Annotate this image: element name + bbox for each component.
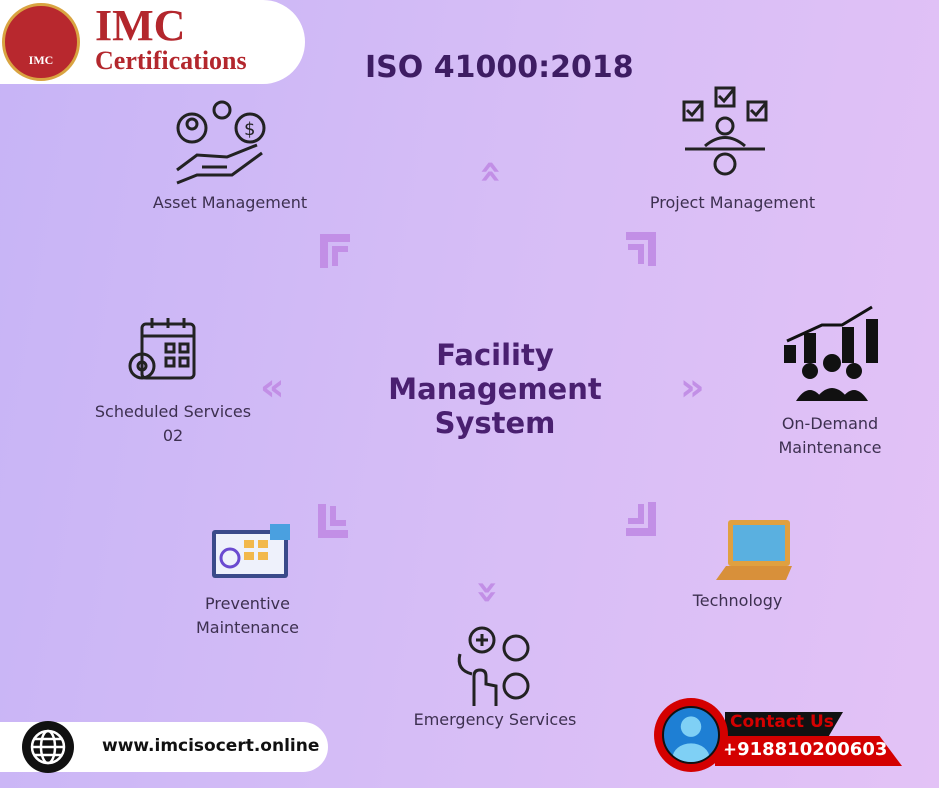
arrow-down-icon: » [466, 579, 511, 605]
node-label-technology: Technology [692, 591, 783, 610]
emergency-touch-icon [457, 626, 530, 706]
node-label-emergency: Emergency Services [413, 710, 577, 729]
contact-phone[interactable]: +918810200603 [722, 739, 888, 760]
arrow-up-left-icon [320, 234, 350, 268]
calendar-gear-icon [128, 318, 196, 380]
contact-label-bg [725, 712, 843, 736]
svg-text:$: $ [244, 119, 255, 140]
growth-team-icon [784, 305, 878, 401]
page-title: ISO 41000:2018 [365, 50, 634, 85]
monitor-icon [212, 524, 290, 578]
arrow-up-right-icon [626, 232, 656, 266]
user-avatar-icon [662, 706, 720, 764]
laptop-icon [716, 520, 792, 580]
imc-seal-logo: IMC [2, 3, 80, 81]
arrow-left-icon: « [260, 365, 285, 409]
asset-hand-icon: $ [176, 100, 266, 185]
contact-label: Contact Us [730, 712, 834, 732]
node-label-asset: Asset Management [152, 193, 308, 212]
globe-icon [22, 721, 74, 773]
arrow-right-icon: » [680, 365, 705, 409]
brand-subtitle: Certifications [95, 46, 247, 75]
website-link[interactable]: www.imcisocert.online [102, 736, 320, 756]
contact-phone-bg [715, 736, 902, 766]
node-label-project: Project Management [649, 193, 816, 212]
brand-name: IMC [95, 1, 186, 50]
project-checklist-icon [682, 86, 768, 176]
arrow-down-left-icon [318, 504, 348, 538]
arrow-down-right-icon [626, 502, 656, 536]
arrow-up-icon: » [466, 159, 511, 185]
